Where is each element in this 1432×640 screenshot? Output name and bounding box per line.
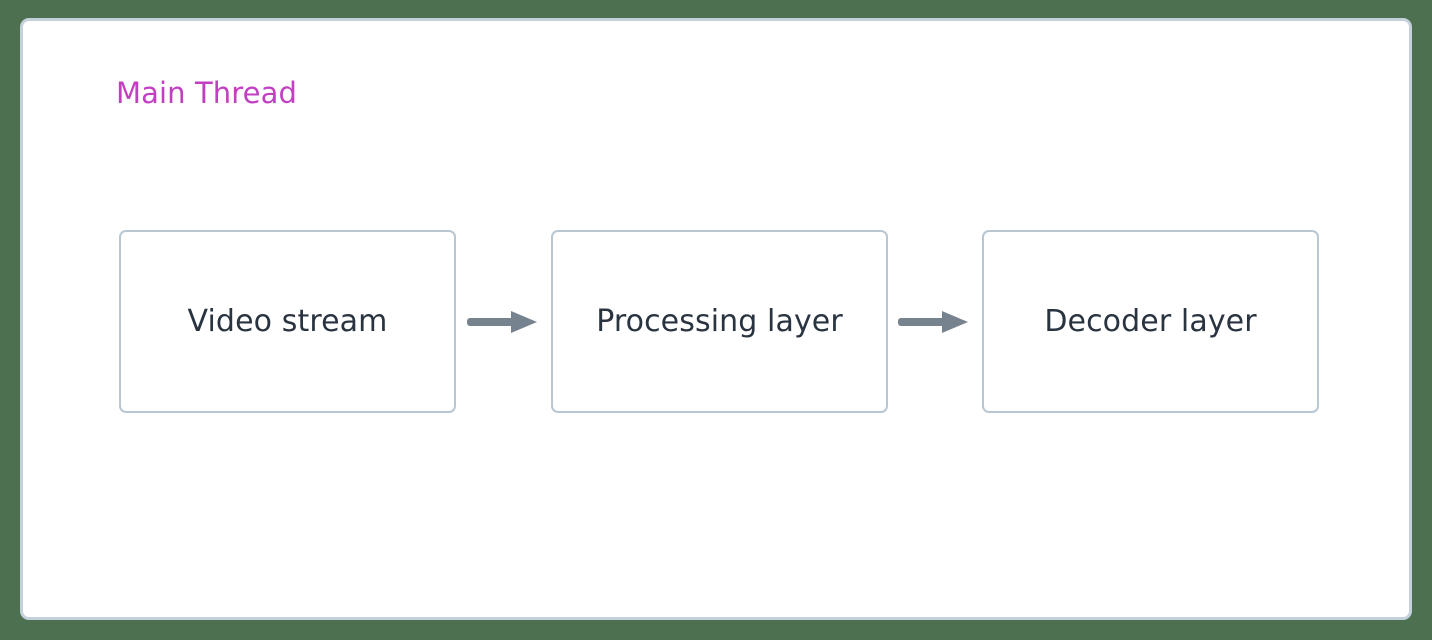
subgraph-main-thread: Main Thread Video stream Processing laye… bbox=[20, 18, 1412, 620]
node-decoder-layer[interactable]: Decoder layer bbox=[982, 230, 1319, 413]
edge-processing-layer-to-decoder-layer bbox=[898, 301, 970, 343]
arrow-shaft-icon bbox=[898, 318, 950, 326]
node-label-processing-layer: Processing layer bbox=[596, 303, 843, 339]
node-label-video-stream: Video stream bbox=[187, 303, 388, 339]
subgraph-title-main-thread: Main Thread bbox=[116, 76, 297, 110]
node-processing-layer[interactable]: Processing layer bbox=[551, 230, 888, 413]
arrow-head-icon bbox=[511, 311, 537, 333]
arrow-head-icon bbox=[942, 311, 968, 333]
node-video-stream[interactable]: Video stream bbox=[119, 230, 456, 413]
node-label-decoder-layer: Decoder layer bbox=[1044, 303, 1257, 339]
edge-video-stream-to-processing-layer bbox=[467, 301, 539, 343]
arrow-shaft-icon bbox=[467, 318, 519, 326]
